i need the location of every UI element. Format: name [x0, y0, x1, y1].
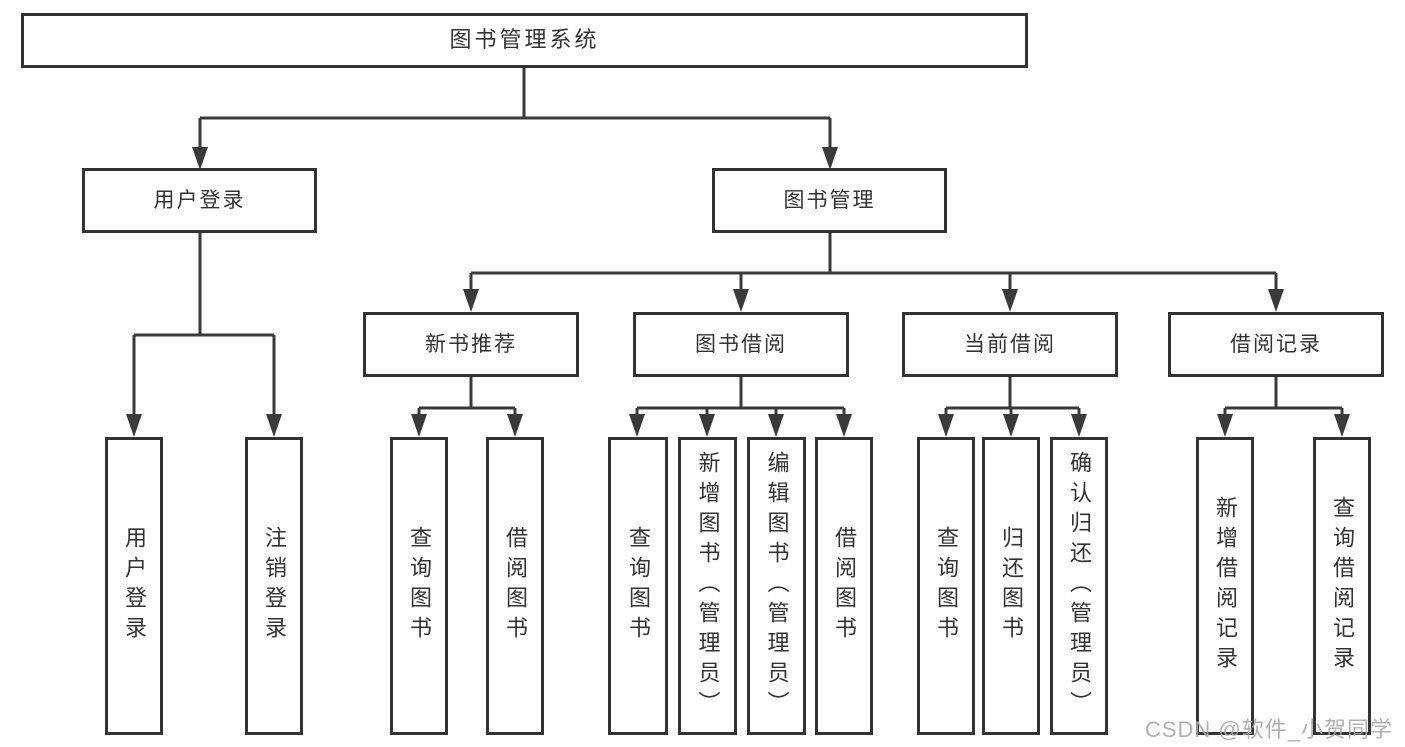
node-book-management: 图书管理	[712, 168, 947, 233]
leaf-confirm-return-admin: 确认归还（管理员）	[1050, 437, 1108, 735]
leaf-add-book-admin-label: 新增图书（管理员）	[695, 451, 721, 721]
leaf-borrow-books-borrowing-label: 借阅图书	[832, 526, 857, 646]
leaf-borrow-books-recommend-label: 借阅图书	[503, 526, 528, 646]
node-library-management-system: 图书管理系统	[21, 13, 1028, 68]
node-book-borrowing: 图书借阅	[633, 312, 849, 377]
node-user-login: 用户登录	[82, 168, 317, 233]
leaf-return-books: 归还图书	[982, 437, 1040, 735]
leaf-query-books-recommend: 查询图书	[390, 437, 448, 735]
leaf-add-book-admin: 新增图书（管理员）	[678, 437, 737, 735]
csdn-watermark: CSDN @软件_小贺同学	[1144, 717, 1393, 742]
leaf-edit-book-admin-label: 编辑图书（管理员）	[764, 451, 790, 721]
leaf-logout-label: 注销登录	[262, 526, 287, 646]
leaf-query-books-current: 查询图书	[917, 437, 975, 735]
leaf-edit-book-admin: 编辑图书（管理员）	[747, 437, 806, 735]
node-new-book-recommendation: 新书推荐	[363, 312, 579, 377]
leaf-query-borrow-record: 查询借阅记录	[1313, 437, 1371, 735]
leaf-borrow-books-borrowing: 借阅图书	[815, 437, 873, 735]
node-current-borrowing: 当前借阅	[902, 312, 1118, 377]
leaf-user-login: 用户登录	[105, 437, 163, 735]
leaf-query-books-borrowing: 查询图书	[608, 437, 668, 735]
leaf-return-books-label: 归还图书	[999, 526, 1024, 646]
leaf-borrow-books-recommend: 借阅图书	[486, 437, 544, 735]
leaf-add-borrow-record-label: 新增借阅记录	[1213, 496, 1238, 676]
leaf-query-books-recommend-label: 查询图书	[407, 526, 432, 646]
leaf-query-books-borrowing-label: 查询图书	[626, 526, 651, 646]
leaf-query-borrow-record-label: 查询借阅记录	[1330, 496, 1355, 676]
leaf-confirm-return-admin-label: 确认归还（管理员）	[1067, 451, 1092, 721]
leaf-logout: 注销登录	[245, 437, 303, 735]
leaf-user-login-label: 用户登录	[122, 526, 147, 646]
node-borrowing-records: 借阅记录	[1168, 312, 1384, 377]
leaf-query-books-current-label: 查询图书	[934, 526, 959, 646]
leaf-add-borrow-record: 新增借阅记录	[1196, 437, 1254, 735]
